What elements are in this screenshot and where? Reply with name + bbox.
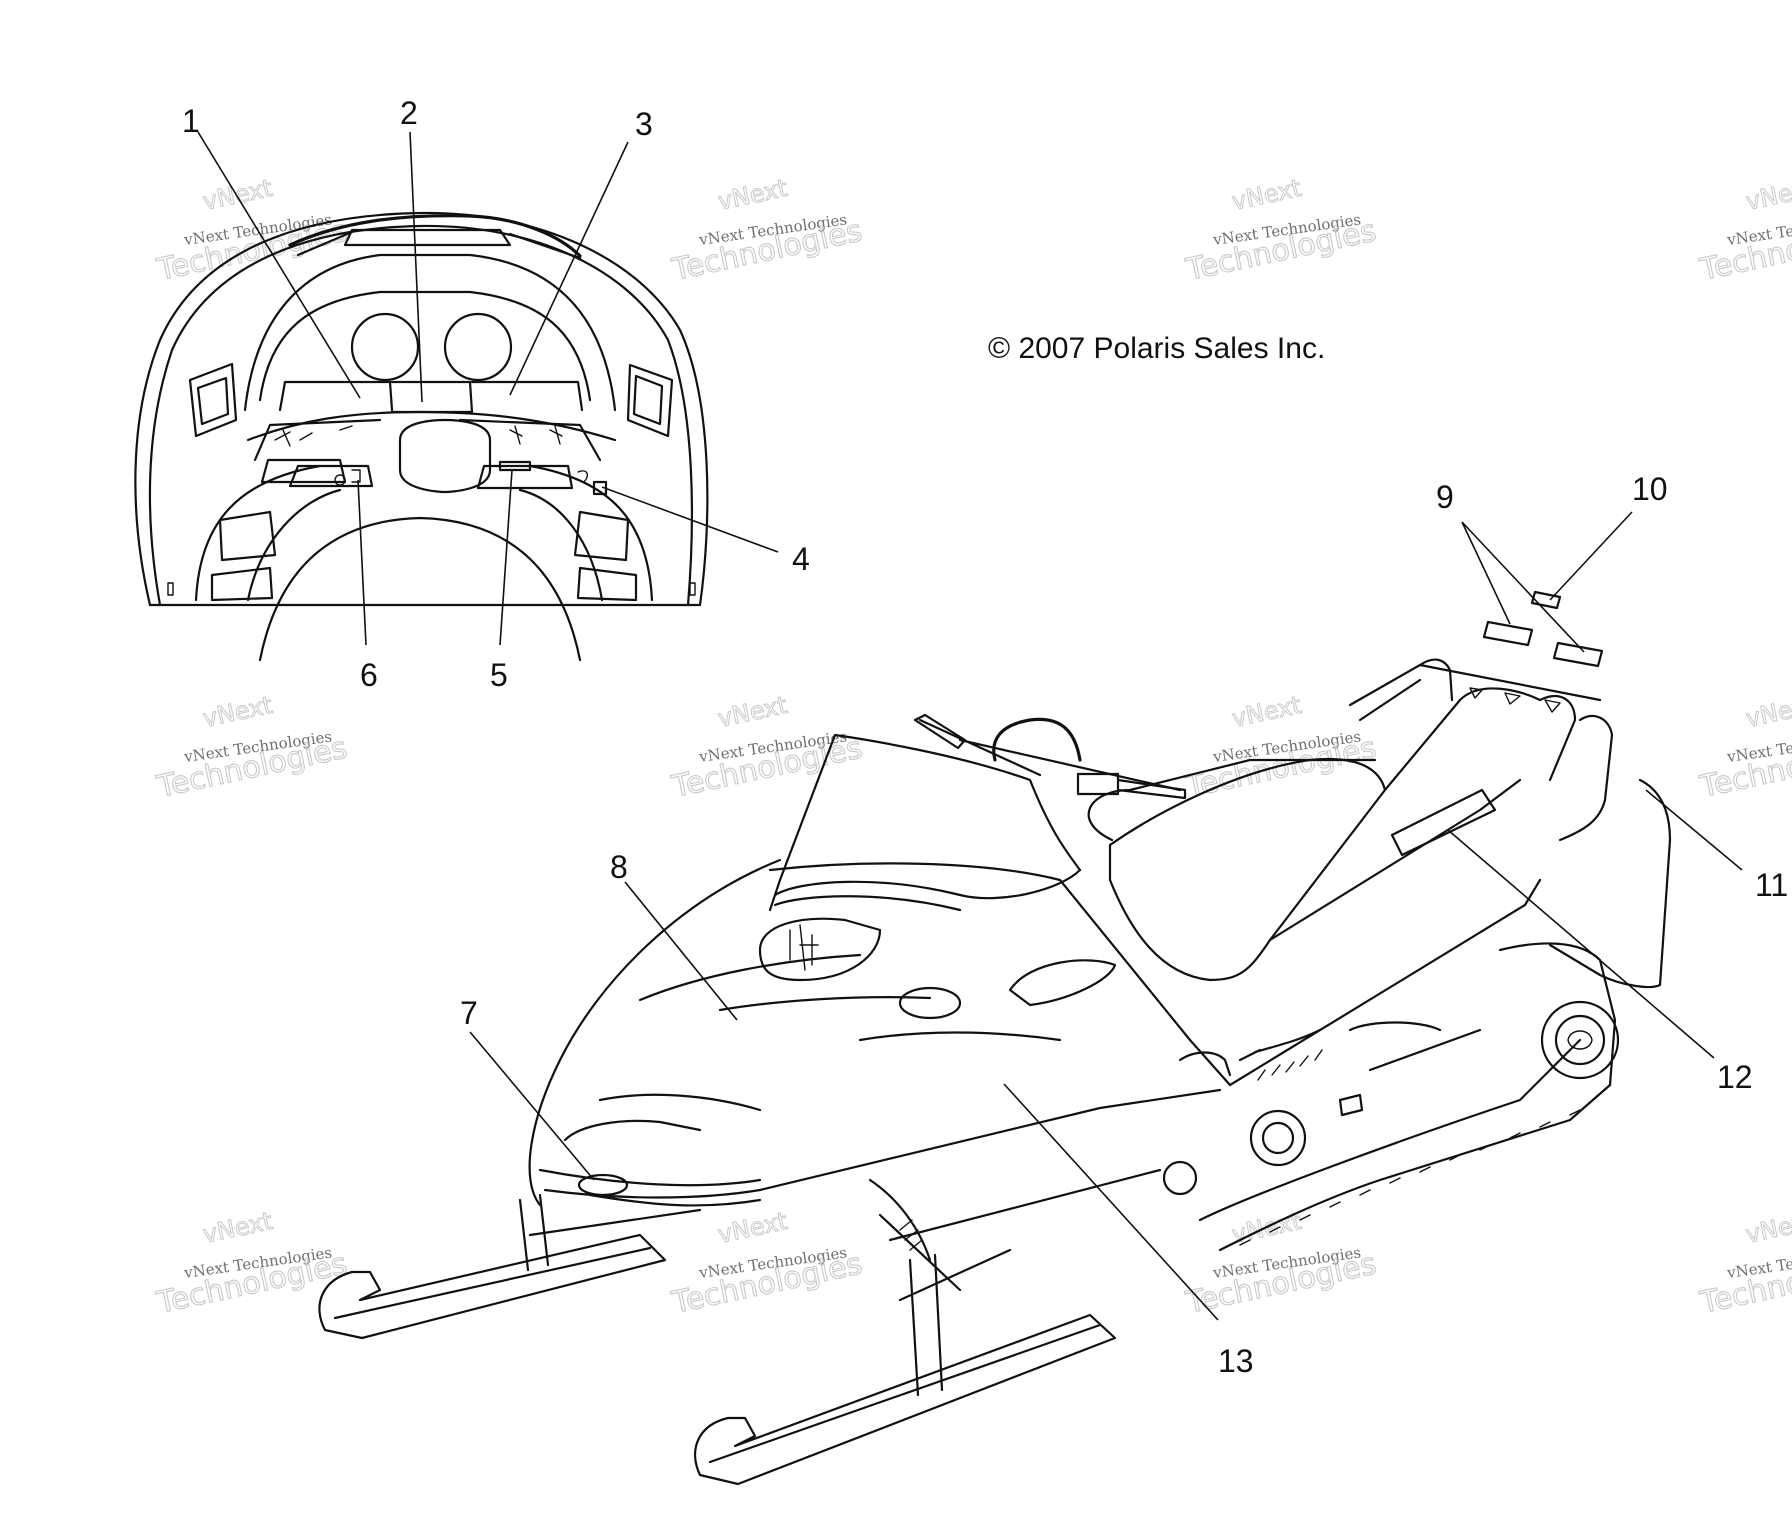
watermark: vNext vNext Technologies Technologies	[668, 690, 866, 805]
watermark: vNext vNext Technologies Technologies	[668, 1206, 866, 1321]
callout-3: 3	[635, 106, 653, 142]
callout-6: 6	[360, 657, 378, 693]
svg-text:vNext: vNext	[1743, 691, 1792, 733]
svg-text:vNext: vNext	[1229, 691, 1303, 733]
callout-9: 9	[1436, 479, 1454, 515]
watermark: vNext vNext Technologies Technologies	[153, 173, 351, 288]
callout-10: 10	[1632, 471, 1668, 507]
svg-text:vNext: vNext	[715, 174, 789, 216]
callout-11: 11	[1755, 867, 1788, 903]
watermark: vNext vNext Technologies Technologies	[668, 173, 866, 288]
snowmobile-drawing	[318, 590, 1672, 1486]
callout-8: 8	[610, 849, 628, 885]
svg-text:vNext: vNext	[200, 174, 274, 216]
svg-text:vNext: vNext	[200, 691, 274, 733]
callout-1: 1	[182, 103, 200, 139]
watermark: vNext vNext Technologies Technologies	[1696, 173, 1792, 288]
svg-text:vNext: vNext	[715, 1207, 789, 1249]
copyright-notice: © 2007 Polaris Sales Inc.	[988, 332, 1325, 365]
svg-text:vNext: vNext	[1743, 1207, 1792, 1249]
watermark: vNext vNext Technologies Technologies	[1182, 173, 1380, 288]
callout-12: 12	[1717, 1059, 1753, 1095]
callout-13: 13	[1218, 1343, 1254, 1379]
watermark: vNext vNext Technologies Technologies	[1696, 1206, 1792, 1321]
watermark: vNext vNext Technologies Technologies	[153, 690, 351, 805]
svg-text:vNext: vNext	[1743, 174, 1792, 216]
callout-7: 7	[460, 995, 478, 1031]
svg-text:vNext: vNext	[200, 1207, 274, 1249]
watermark: vNext vNext Technologies Technologies	[1182, 1206, 1380, 1321]
callout-5: 5	[490, 657, 508, 693]
callout-2: 2	[400, 95, 418, 131]
svg-text:vNext: vNext	[715, 691, 789, 733]
leader-lines	[197, 131, 1743, 1321]
callout-4: 4	[792, 541, 810, 577]
svg-text:vNext: vNext	[1229, 174, 1303, 216]
hood-dash-drawing	[134, 211, 709, 662]
watermark: vNext vNext Technologies Technologies	[1696, 690, 1792, 805]
callout-labels: 1 2 3 4 5 6 7 8 9 10 11 12 13	[182, 95, 1788, 1379]
watermark-layer: vNext vNext Technologies Technologies vN…	[153, 173, 1792, 1321]
